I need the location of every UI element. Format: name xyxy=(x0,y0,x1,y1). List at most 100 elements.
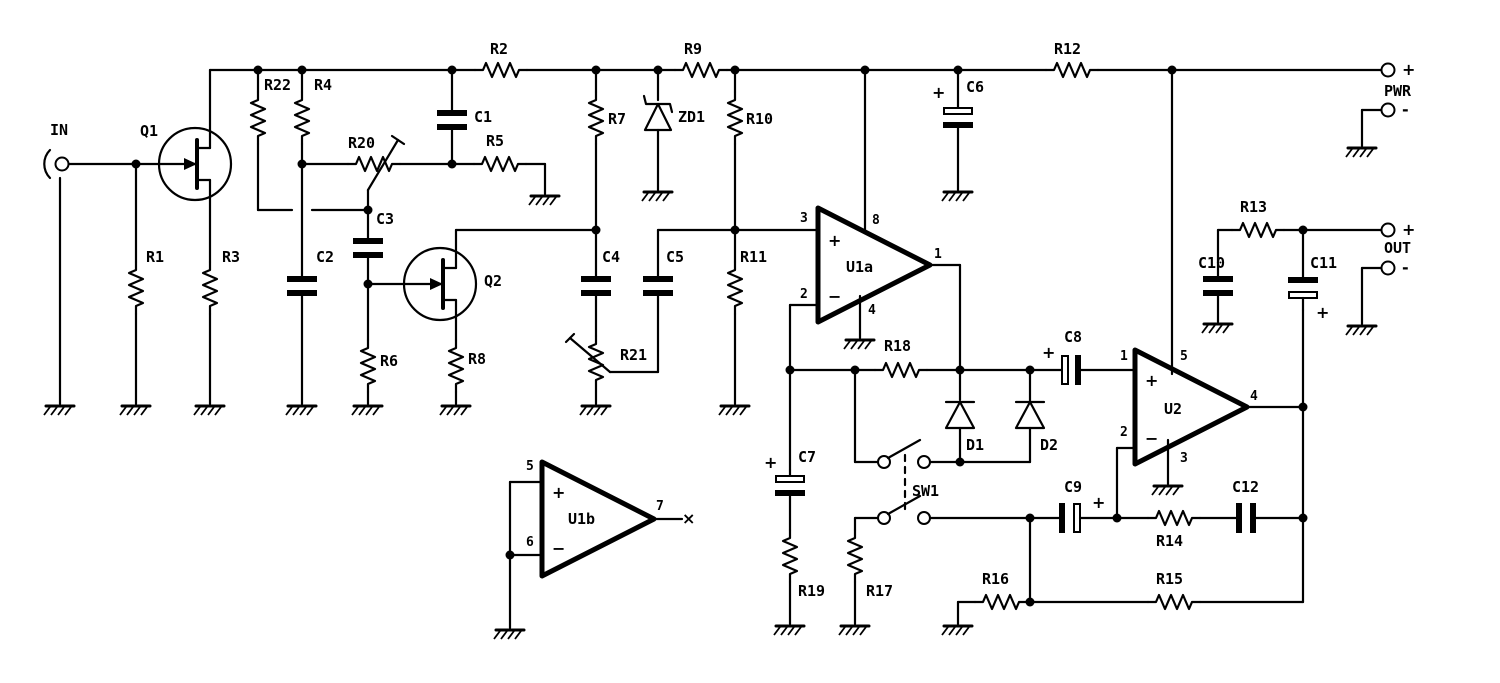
diode-d2: D2 xyxy=(958,368,1058,464)
r20-label: R20 xyxy=(348,134,375,152)
resistor-r7: R7 xyxy=(587,68,626,278)
u2-label: U2 xyxy=(1164,400,1182,418)
trimmer-r20: R20 xyxy=(300,134,454,212)
r12-label: R12 xyxy=(1054,40,1081,58)
c5-label: C5 xyxy=(666,248,684,266)
resistor-r12: R12 xyxy=(1044,40,1383,79)
resistor-r14: R14 xyxy=(1146,509,1238,550)
r2-label: R2 xyxy=(490,40,508,58)
c7-plus: + xyxy=(764,453,777,472)
r21-label: R21 xyxy=(620,346,647,364)
r5-label: R5 xyxy=(486,132,504,150)
zener-zd1: ZD1 xyxy=(640,65,705,203)
opamp-u2: + − U2 1 2 4 5 3 xyxy=(1115,68,1305,520)
input-jack: IN xyxy=(43,121,162,180)
capacitor-c1: C1 xyxy=(437,68,492,169)
d1-label: D1 xyxy=(966,436,984,454)
c1-label: C1 xyxy=(474,108,492,126)
out-minus: - xyxy=(1402,258,1409,277)
r19-label: R19 xyxy=(798,582,825,600)
opamp-u1b: × + − U1b 5 6 7 xyxy=(492,459,695,641)
u1a-minus: − xyxy=(828,287,841,306)
r14-label: R14 xyxy=(1156,532,1183,550)
capacitor-c8: + C8 xyxy=(1042,328,1137,385)
r15-label: R15 xyxy=(1156,570,1183,588)
r6-label: R6 xyxy=(380,352,398,370)
c10-label: C10 xyxy=(1198,254,1225,272)
u1b-plus: + xyxy=(552,483,565,502)
r9-label: R9 xyxy=(684,40,702,58)
c9-label: C9 xyxy=(1064,478,1082,496)
c9-plus: + xyxy=(1092,493,1105,512)
capacitor-c9: + C9 xyxy=(1025,478,1150,533)
u2-pin2: 2 xyxy=(1120,425,1128,440)
power-terminal: + - PWR xyxy=(1344,60,1415,159)
u1a-pin2: 2 xyxy=(800,287,808,302)
resistor-r4: R4 xyxy=(293,68,332,278)
out-plus: + xyxy=(1402,220,1415,239)
resistor-r1: R1 xyxy=(118,159,164,417)
transistor-q2: Q2 R8 xyxy=(366,228,598,417)
r18-label: R18 xyxy=(884,337,911,355)
r17-label: R17 xyxy=(866,582,893,600)
trimmer-r21: R21 xyxy=(564,332,660,417)
r13-label: R13 xyxy=(1240,198,1267,216)
u1a-pin4: 4 xyxy=(868,303,876,318)
transistor-q1: Q1 R3 xyxy=(140,68,240,417)
u1b-minus: − xyxy=(552,539,565,558)
resistor-r2: R2 xyxy=(473,40,677,79)
pwr-minus: - xyxy=(1402,100,1409,119)
u1a-plus: + xyxy=(828,231,841,250)
r8-label: R8 xyxy=(468,350,486,368)
capacitor-c5: C5 xyxy=(643,228,737,374)
q2-label: Q2 xyxy=(484,272,502,290)
u1a-pin3: 3 xyxy=(800,211,808,226)
resistor-r18: R18 xyxy=(785,337,1064,379)
u2-pin4: 4 xyxy=(1250,389,1258,404)
resistor-r13: R13 xyxy=(1216,198,1383,239)
resistor-r9: R9 xyxy=(673,40,1048,79)
d2-label: D2 xyxy=(1040,436,1058,454)
u2-plus: + xyxy=(1145,371,1158,390)
c4-label: C4 xyxy=(602,248,620,266)
resistor-r15: R15 xyxy=(1146,308,1308,611)
capacitor-c6: + C6 xyxy=(932,68,984,203)
u1b-noconnect: × xyxy=(682,509,695,528)
pwr-label: PWR xyxy=(1384,82,1412,100)
resistor-r11: R11 xyxy=(717,248,767,417)
r10-label: R10 xyxy=(746,110,773,128)
opamp-u1a: + − U1a 3 2 1 8 4 xyxy=(733,68,962,472)
u2-minus: − xyxy=(1145,429,1158,448)
u2-pin1: 1 xyxy=(1120,349,1128,364)
r4-label: R4 xyxy=(314,76,332,94)
u1b-label: U1b xyxy=(568,510,595,528)
r16-label: R16 xyxy=(982,570,1009,588)
u2-pin5: 5 xyxy=(1180,349,1188,364)
capacitor-c2: C2 xyxy=(286,248,334,417)
resistor-r22: R22 xyxy=(249,68,370,212)
resistor-r6: R6 xyxy=(350,338,398,417)
r7-label: R7 xyxy=(608,110,626,128)
c2-label: C2 xyxy=(316,248,334,266)
capacitor-c4: C4 xyxy=(581,248,620,338)
r22-label: R22 xyxy=(264,76,291,94)
out-label: OUT xyxy=(1384,239,1411,257)
c8-label: C8 xyxy=(1064,328,1082,346)
capacitor-c12: C12 xyxy=(1232,478,1308,533)
r1-label: R1 xyxy=(146,248,164,266)
capacitor-c3: C3 xyxy=(353,205,394,342)
zd1-label: ZD1 xyxy=(678,108,705,126)
c3-label: C3 xyxy=(376,210,394,228)
u1a-label: U1a xyxy=(846,258,873,276)
u1b-pin7: 7 xyxy=(656,499,664,514)
capacitor-c10: C10 xyxy=(1198,228,1233,335)
r11-label: R11 xyxy=(740,248,767,266)
u1a-pin1: 1 xyxy=(934,247,942,262)
u1b-pin5: 5 xyxy=(526,459,534,474)
c8-plus: + xyxy=(1042,343,1055,362)
output-terminal: + - OUT xyxy=(1344,220,1415,337)
c7-label: C7 xyxy=(798,448,816,466)
resistor-r10: R10 xyxy=(726,68,773,264)
switch-sw1: SW1 xyxy=(853,368,1062,525)
